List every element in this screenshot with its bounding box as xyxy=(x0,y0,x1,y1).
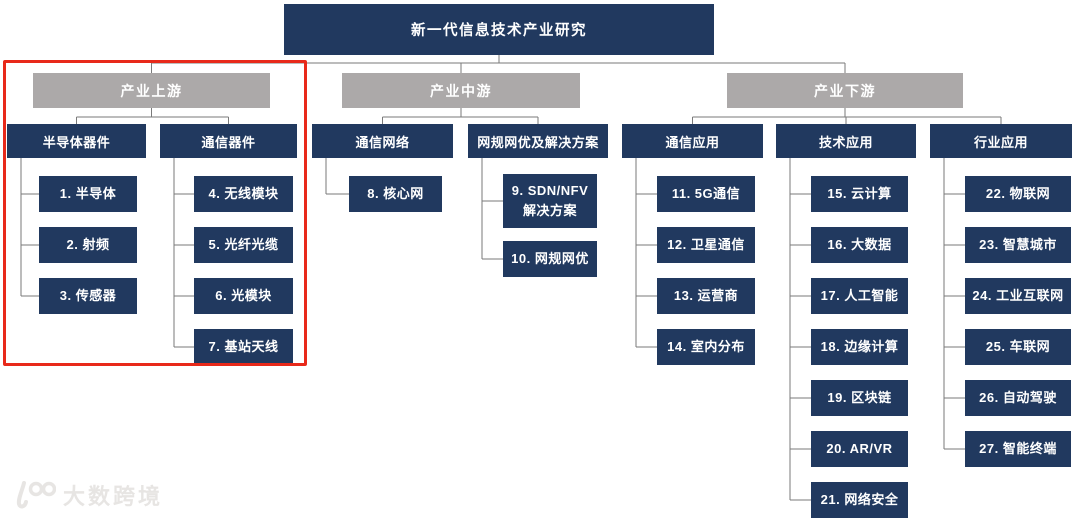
section-node-1: 产业中游 xyxy=(342,73,580,108)
leaf-node-0-1-1: 5. 光纤光缆 xyxy=(194,227,293,263)
leaf-node-0-0-0: 1. 半导体 xyxy=(39,176,137,212)
group-node-1-0: 通信网络 xyxy=(312,124,453,158)
group-node-2-0: 通信应用 xyxy=(622,124,763,158)
leaf-node-2-2-0: 22. 物联网 xyxy=(965,176,1071,212)
leaf-node-1-1-0: 9. SDN/NFV 解决方案 xyxy=(503,174,597,228)
leaf-node-2-0-3: 14. 室内分布 xyxy=(657,329,755,365)
leaf-node-2-1-1: 16. 大数据 xyxy=(811,227,908,263)
leaf-node-0-1-0: 4. 无线模块 xyxy=(194,176,293,212)
leaf-node-2-1-5: 20. AR/VR xyxy=(811,431,908,467)
leaf-node-2-0-2: 13. 运营商 xyxy=(657,278,755,314)
watermark-text: 大数跨境 xyxy=(63,484,164,509)
leaf-node-0-1-2: 6. 光模块 xyxy=(194,278,293,314)
root-node: 新一代信息技术产业研究 xyxy=(284,4,714,55)
leaf-node-1-0-0: 8. 核心网 xyxy=(349,176,442,212)
leaf-node-2-0-0: 11. 5G通信 xyxy=(657,176,755,212)
upstream-highlight-box xyxy=(3,60,307,366)
leaf-node-2-1-2: 17. 人工智能 xyxy=(811,278,908,314)
leaf-node-0-0-1: 2. 射频 xyxy=(39,227,137,263)
leaf-node-2-1-6: 21. 网络安全 xyxy=(811,482,908,518)
leaf-node-2-1-0: 15. 云计算 xyxy=(811,176,908,212)
leaf-node-0-0-2: 3. 传感器 xyxy=(39,278,137,314)
leaf-node-1-1-1: 10. 网规网优 xyxy=(503,241,597,277)
dashu-logo-icon xyxy=(16,481,56,509)
leaf-node-2-2-4: 26. 自动驾驶 xyxy=(965,380,1071,416)
group-node-2-2: 行业应用 xyxy=(930,124,1072,158)
leaf-node-2-2-2: 24. 工业互联网 xyxy=(965,278,1071,314)
leaf-node-2-1-4: 19. 区块链 xyxy=(811,380,908,416)
section-node-2: 产业下游 xyxy=(727,73,963,108)
leaf-node-2-0-1: 12. 卫星通信 xyxy=(657,227,755,263)
leaf-node-2-2-5: 27. 智能终端 xyxy=(965,431,1071,467)
group-node-0-1: 通信器件 xyxy=(160,124,297,158)
group-node-2-1: 技术应用 xyxy=(776,124,916,158)
leaf-node-2-2-1: 23. 智慧城市 xyxy=(965,227,1071,263)
group-node-1-1: 网规网优及解决方案 xyxy=(468,124,608,158)
group-node-0-0: 半导体器件 xyxy=(7,124,146,158)
watermark: 大数跨境 xyxy=(10,479,163,511)
leaf-node-0-1-3: 7. 基站天线 xyxy=(194,329,293,365)
leaf-node-2-1-3: 18. 边缘计算 xyxy=(811,329,908,365)
section-node-0: 产业上游 xyxy=(33,73,270,108)
leaf-node-2-2-3: 25. 车联网 xyxy=(965,329,1071,365)
